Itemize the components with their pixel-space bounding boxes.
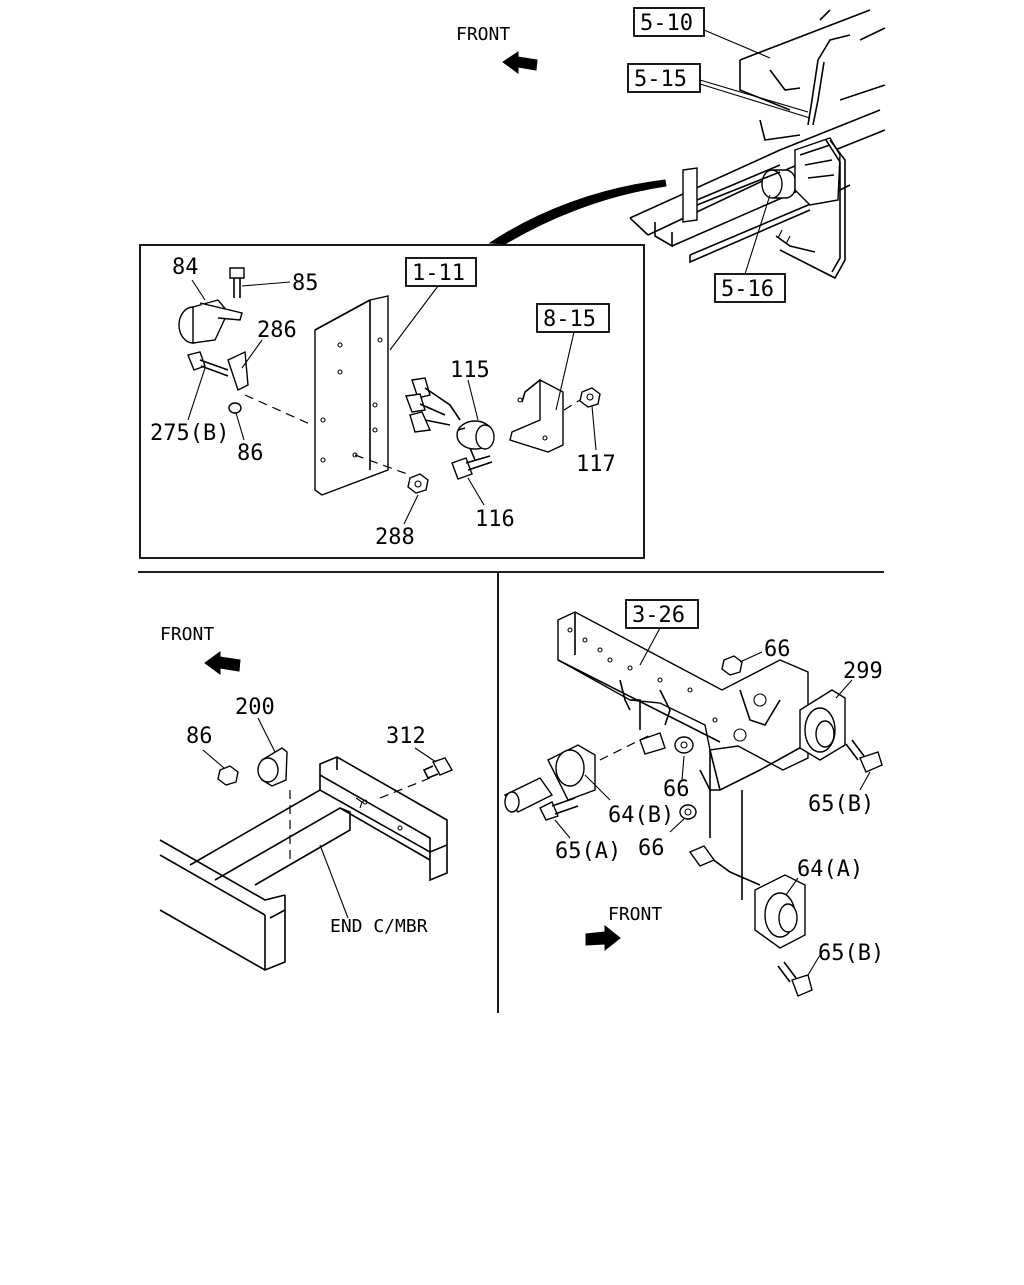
label-286: 286 (257, 318, 297, 343)
ref-5-16: 5-16 (721, 277, 774, 302)
part-116-icon (451, 457, 473, 480)
front-label-left: FRONT (160, 624, 214, 645)
label-299: 299 (843, 659, 883, 684)
label-288: 288 (375, 525, 415, 550)
label-65b-top: 65(B) (808, 792, 874, 817)
vehicle-frame (629, 9, 886, 280)
ref-8-15: 8-15 (543, 307, 596, 332)
label-65b-bottom: 65(B) (818, 941, 884, 966)
label-85: 85 (292, 271, 319, 296)
ref-box-1-11 (405, 257, 477, 287)
ref-1-11: 1-11 (412, 261, 465, 286)
part-66-b-icon (674, 736, 694, 754)
inset-detail: 84 85 286 275(B) 86 115 117 116 288 1-11… (139, 244, 645, 559)
label-200: 200 (235, 695, 275, 720)
part-66-c-icon (679, 804, 697, 820)
label-86-inset: 86 (237, 441, 264, 466)
label-84: 84 (172, 255, 199, 280)
front-label-top: FRONT (456, 24, 510, 45)
part-117-icon (579, 387, 601, 408)
label-66-a: 66 (764, 637, 791, 662)
label-115: 115 (450, 358, 490, 383)
ref-box-5-10 (633, 7, 705, 37)
ref-box-5-16 (714, 273, 786, 303)
ref-5-15: 5-15 (634, 67, 687, 92)
label-65a: 65(A) (555, 839, 621, 864)
label-64b: 64(B) (608, 803, 674, 828)
ref-5-10: 5-10 (640, 11, 693, 36)
part-312-icon (431, 757, 454, 776)
label-117: 117 (576, 452, 616, 477)
inset-frame (139, 244, 645, 559)
front-label-right: FRONT (608, 904, 662, 925)
ref-box-3-26 (625, 599, 699, 629)
part-86-inset-icon (228, 402, 242, 414)
lower-left-section: FRONT 200 86 312 END C/MBR (159, 624, 454, 971)
label-66-c: 66 (638, 836, 665, 861)
ref-box-8-15 (536, 303, 610, 333)
part-85-icon (229, 267, 245, 279)
lower-right-section: FRONT 3-26 66 299 66 64(B) 65(A) 66 65(B… (503, 599, 884, 997)
label-275b: 275(B) (150, 421, 229, 446)
label-64a: 64(A) (797, 857, 863, 882)
part-65b-bottom-icon (791, 974, 813, 997)
label-312: 312 (386, 724, 426, 749)
label-66-b: 66 (663, 777, 690, 802)
overview-section: FRONT (456, 7, 886, 303)
part-288-icon (407, 473, 429, 494)
part-86-left-icon (217, 765, 239, 786)
label-86-left: 86 (186, 724, 213, 749)
front-arrow-left-icon (204, 651, 241, 675)
ref-3-26: 3-26 (632, 603, 685, 628)
callout-arrow-icon (488, 179, 667, 245)
ref-box-5-15 (627, 63, 701, 93)
part-286-icon (227, 350, 249, 391)
bracket-plate (314, 295, 389, 496)
front-arrow-top-icon (502, 51, 538, 74)
part-66-a-icon (721, 655, 743, 676)
label-end-cmbr: END C/MBR (330, 916, 428, 937)
bracket-8-15 (509, 378, 564, 453)
part-65b-top-icon (859, 751, 883, 773)
part-65a-icon (539, 801, 559, 821)
part-275b-icon (187, 351, 206, 371)
label-116: 116 (475, 507, 515, 532)
front-arrow-right-icon (585, 924, 621, 952)
